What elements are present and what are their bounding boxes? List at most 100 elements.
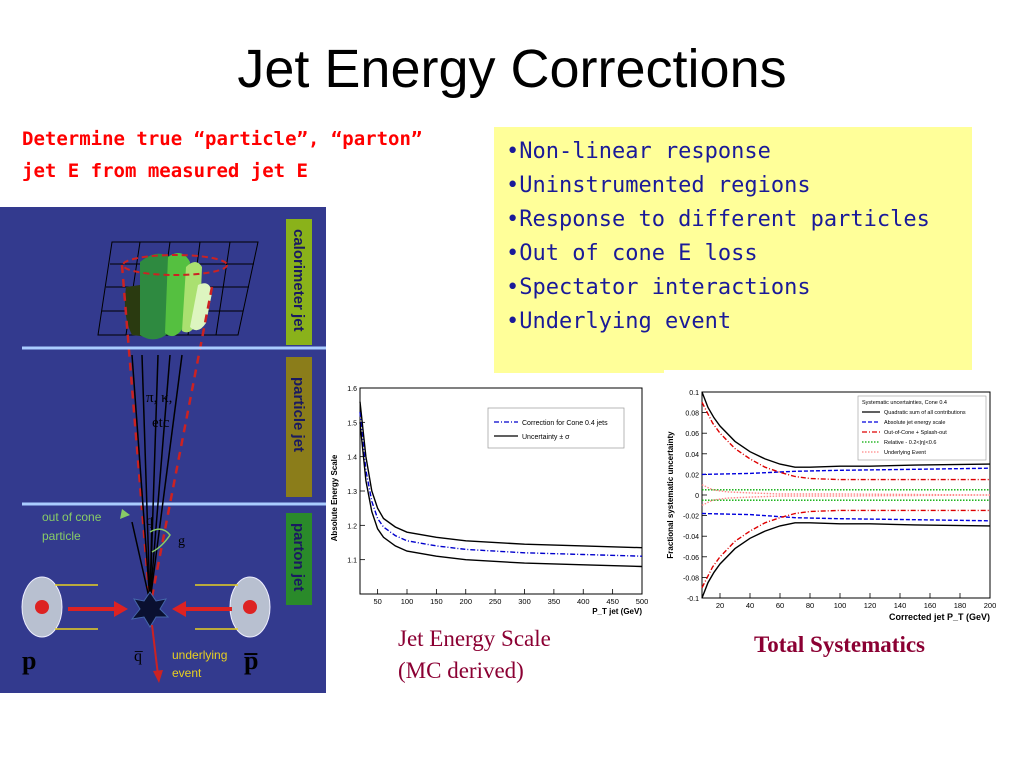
chart1-xlabel: P_T jet (GeV) [592, 607, 642, 616]
label-underlying-2: event [172, 666, 202, 680]
y-tick-label: -0.04 [683, 534, 699, 541]
y-tick-label: -0.06 [683, 555, 699, 562]
x-tick-label: 50 [373, 597, 381, 606]
y-tick-label: 0.08 [685, 411, 699, 418]
chart1-series [359, 401, 643, 568]
series-line [701, 391, 991, 468]
chart2-series [701, 391, 991, 599]
y-tick-label: -0.02 [683, 514, 699, 521]
out-of-cone-arrow-icon [120, 509, 130, 519]
chart1-y-ticks: 1.11.21.31.41.51.6 [347, 386, 365, 565]
gluon-curl-icon [149, 528, 171, 553]
series-line [701, 401, 990, 481]
x-tick-label: 80 [806, 601, 814, 610]
bullet-item: •Response to different particles [506, 207, 930, 232]
label-out-of-cone-1: out of cone [42, 510, 102, 524]
series-line [701, 494, 991, 506]
label-parton-jet: parton jet [290, 523, 307, 591]
proton-core-icon [35, 600, 49, 614]
label-antiquark: q̅ [134, 648, 144, 665]
bullet-item: •Non-linear response [506, 139, 771, 164]
intro-line-2: jet E from measured jet E [22, 160, 308, 182]
total-systematics-chart: -0.1-0.08-0.06-0.04-0.0200.020.040.060.0… [664, 370, 1024, 622]
bullet-item: •Underlying event [506, 309, 732, 334]
chart1-ylabel: Absolute Energy Scale [330, 454, 339, 541]
y-tick-label: -0.1 [687, 596, 699, 603]
collision-burst-icon [130, 591, 170, 628]
x-tick-label: 150 [430, 597, 443, 606]
caption-mc-derived: (MC derived) [398, 658, 524, 683]
beam-arrow-right-head-icon [172, 601, 186, 617]
particle-jet-box [286, 357, 312, 497]
y-tick-label: 1.5 [347, 420, 357, 427]
y-tick-label: 0.1 [689, 390, 699, 397]
jet-cone-ring [122, 254, 228, 276]
chart2-ylabel: Fractional systematic uncertainty [666, 431, 675, 559]
label-proton: p [22, 646, 36, 675]
series-line [701, 522, 991, 599]
chart2-legend-entry: Underlying Event [884, 450, 926, 456]
bullet-item: •Uninstrumented regions [506, 173, 811, 198]
x-tick-label: 350 [548, 597, 561, 606]
label-etc: etc [152, 415, 170, 431]
chart2-legend: Systematic uncertainties, Cone 0.4 Quadr… [857, 395, 987, 461]
spectator-lines [55, 584, 238, 630]
y-tick-label: 0.04 [685, 452, 699, 459]
y-tick-label: 0.02 [685, 472, 699, 479]
chart2-legend-entry: Out-of-Cone + Splash-out [884, 430, 947, 436]
x-tick-label: 120 [864, 601, 877, 610]
jet-evolution-diagram: calorimeter jet particle jet parton jet … [0, 207, 326, 693]
label-quark: q [146, 514, 153, 529]
series-line [701, 512, 991, 522]
y-tick-label: 0.06 [685, 431, 699, 438]
caption-jet-energy-scale: Jet Energy Scale [398, 626, 551, 651]
label-underlying-1: underlying [172, 648, 227, 662]
label-particles: π, κ, [146, 390, 172, 406]
x-tick-label: 250 [489, 597, 502, 606]
underlying-arrow-head-icon [153, 670, 163, 683]
chart2-y-ticks: -0.1-0.08-0.06-0.04-0.0200.020.040.060.0… [683, 390, 707, 603]
x-tick-label: 20 [716, 601, 724, 610]
chart2-legend-entry: Absolute jet energy scale [884, 420, 945, 426]
x-tick-label: 100 [401, 597, 414, 606]
x-tick-label: 140 [894, 601, 907, 610]
x-tick-label: 500 [636, 597, 649, 606]
bullet-item: •Spectator interactions [506, 275, 811, 300]
parton-jet-box [286, 513, 312, 605]
chart2-legend-title: Systematic uncertainties, Cone 0.4 [862, 400, 947, 406]
cone-left-line [120, 264, 152, 608]
issues-box: •Non-linear response •Uninstrumented reg… [494, 127, 972, 373]
chart2-legend-entry: Quadratic sum of all contributions [884, 410, 966, 416]
y-tick-label: 0 [695, 493, 699, 500]
x-tick-label: 180 [954, 601, 967, 610]
calorimeter-jet-box [286, 219, 312, 345]
x-tick-label: 300 [518, 597, 531, 606]
x-tick-label: 400 [577, 597, 590, 606]
underlying-arrow [151, 624, 159, 676]
x-tick-label: 60 [776, 601, 784, 610]
label-calorimeter-jet: calorimeter jet [290, 229, 307, 332]
y-tick-label: 1.6 [347, 386, 357, 393]
series-line [701, 467, 991, 476]
series-line [701, 484, 991, 496]
x-tick-label: 160 [924, 601, 937, 610]
y-tick-label: 1.1 [347, 558, 357, 565]
intro-line-1: Determine true “particle”, “parton” [22, 128, 423, 150]
series-line [701, 509, 990, 589]
particle-tracks [131, 354, 183, 603]
label-gluon: g [178, 534, 185, 549]
cone-right-line [148, 286, 214, 608]
x-tick-label: 200 [459, 597, 472, 606]
caption-total-systematics: Total Systematics [754, 632, 926, 657]
series-line [359, 411, 643, 557]
y-tick-label: 1.3 [347, 489, 357, 496]
label-particle-jet: particle jet [290, 377, 307, 452]
x-tick-label: 40 [746, 601, 754, 610]
chart1-legend: Correction for Cone 0.4 jets Uncertainty… [487, 407, 625, 449]
beam-arrow-left-head-icon [114, 601, 128, 617]
label-out-of-cone-2: particle [42, 529, 81, 543]
label-antiproton: p̅ [244, 646, 259, 675]
